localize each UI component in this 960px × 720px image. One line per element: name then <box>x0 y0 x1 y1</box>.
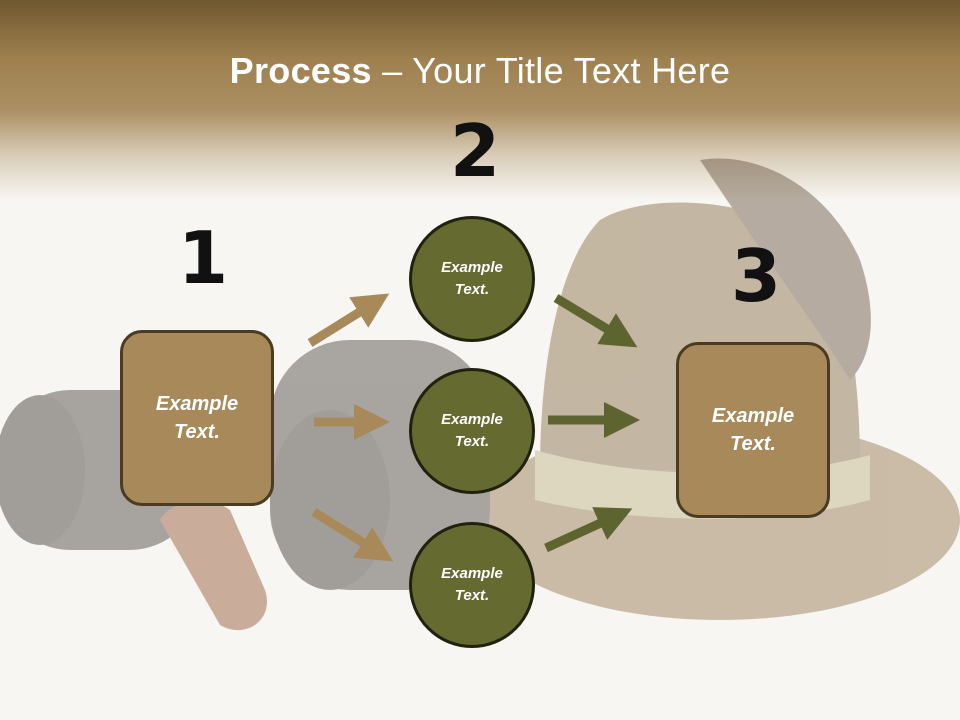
arrow-1-to-top <box>307 293 390 347</box>
step-2-circle-top: Example Text. <box>409 216 535 342</box>
step-2-circle-middle: Example Text. <box>409 368 535 494</box>
step-number-2: 2 <box>450 109 501 193</box>
slide-title: Process – Your Title Text Here <box>0 50 960 92</box>
step-2-text-bottom: Example Text. <box>441 564 503 605</box>
step-2-text-top: Example Text. <box>441 258 503 299</box>
arrow-bottom-to-3 <box>544 507 633 553</box>
step-1-text: Example Text. <box>155 393 239 443</box>
step-3-text: Example Text. <box>711 405 795 455</box>
step-number-1: 1 <box>178 216 229 300</box>
header-band <box>0 0 960 200</box>
arrow-top-to-3 <box>553 294 638 348</box>
step-1-box: Example Text. <box>120 330 274 506</box>
title-bold: Process <box>229 50 372 91</box>
title-rest: – Your Title Text Here <box>371 50 731 91</box>
step-2-circle-bottom: Example Text. <box>409 522 535 648</box>
arrow-1-to-bottom <box>311 508 394 562</box>
step-3-box: Example Text. <box>676 342 830 518</box>
step-number-3: 3 <box>731 234 782 318</box>
step-2-text-middle: Example Text. <box>441 410 503 451</box>
